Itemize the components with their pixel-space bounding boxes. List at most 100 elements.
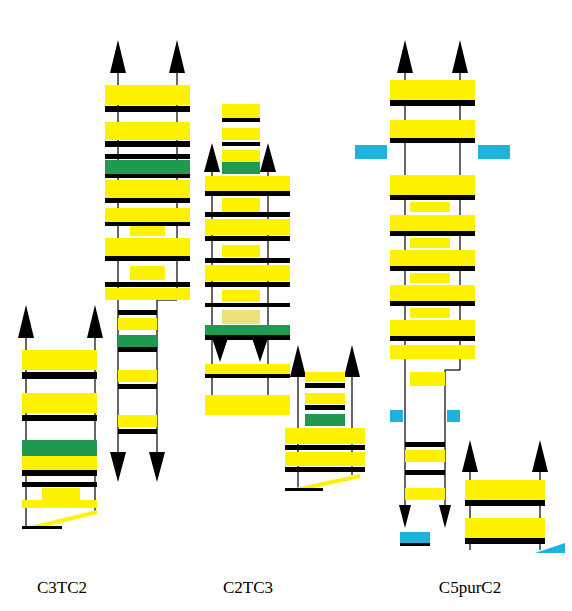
- helix-stack: [355, 40, 510, 546]
- base-pair-band: [130, 226, 165, 236]
- strand-arrow: [344, 345, 360, 377]
- base-pair-band: [390, 410, 403, 422]
- helix-stack: [462, 440, 565, 553]
- base-pair-band: [22, 350, 97, 370]
- base-pair-band: [305, 393, 345, 404]
- base-pair-band: [222, 104, 260, 118]
- base-pair-band: [478, 145, 510, 159]
- strand-arrow: [535, 543, 565, 553]
- base-pair-band: [390, 138, 475, 143]
- strand-arrow: [290, 345, 306, 377]
- strand-arrow: [204, 143, 220, 172]
- base-pair-band: [105, 208, 190, 222]
- strand-arrow: [212, 338, 228, 362]
- strand-arrow: [260, 143, 276, 172]
- base-pair-band: [390, 266, 475, 271]
- base-pair-band: [222, 128, 260, 140]
- strand-arrow: [452, 40, 468, 73]
- base-pair-band: [105, 154, 190, 159]
- strand-arrow: [110, 40, 126, 73]
- base-pair-band: [410, 308, 450, 318]
- base-pair-band: [22, 526, 62, 529]
- base-pair-band: [222, 162, 260, 174]
- strand-line: [445, 369, 460, 370]
- base-pair-band: [390, 175, 475, 195]
- base-pair-band: [22, 456, 97, 470]
- strand-arrow: [22, 510, 97, 528]
- base-pair-band: [390, 120, 475, 138]
- base-pair-band: [105, 282, 190, 287]
- base-pair-band: [105, 85, 190, 105]
- base-pair-band: [410, 238, 450, 248]
- base-pair-band: [205, 191, 290, 196]
- strand-arrow: [110, 452, 126, 482]
- structure-label: C5purC2: [439, 578, 501, 598]
- base-pair-band: [205, 374, 290, 378]
- strand-arrow: [252, 338, 268, 362]
- base-pair-band: [118, 429, 157, 434]
- base-pair-band: [285, 488, 323, 491]
- base-pair-band: [118, 335, 157, 347]
- strand-arrow: [439, 505, 451, 528]
- strand-arrow: [462, 440, 478, 472]
- base-pair-band: [222, 198, 260, 212]
- base-pair-band: [118, 318, 157, 330]
- base-pair-band: [390, 336, 475, 341]
- base-pair-band: [118, 310, 157, 315]
- helix-stack: [204, 104, 290, 415]
- base-pair-band: [447, 410, 460, 422]
- base-pair-band: [22, 440, 97, 456]
- base-pair-band: [105, 122, 190, 140]
- base-pair-band: [465, 538, 545, 544]
- base-pair-band: [390, 301, 475, 306]
- base-pair-band: [400, 532, 430, 546]
- base-pair-band: [205, 176, 290, 191]
- base-pair-band: [205, 364, 290, 374]
- base-pair-band: [205, 236, 290, 241]
- base-pair-band: [222, 290, 260, 302]
- strand-arrow: [18, 305, 34, 338]
- base-pair-band: [305, 414, 345, 426]
- base-pair-band: [390, 100, 475, 106]
- base-pair-band: [465, 518, 545, 538]
- base-pair-band: [105, 106, 190, 112]
- base-pair-band: [130, 266, 165, 280]
- base-pair-band: [390, 250, 475, 266]
- base-pair-band: [410, 372, 445, 386]
- base-pair-band: [285, 445, 365, 450]
- base-pair-band: [205, 395, 290, 415]
- helix-stack: [18, 305, 103, 529]
- strand-arrow: [169, 40, 185, 73]
- strand-arrow: [399, 505, 411, 528]
- base-pair-band: [205, 219, 290, 235]
- strand-arrow: [285, 474, 360, 490]
- base-pair-band: [205, 212, 290, 217]
- base-pair-band: [22, 372, 97, 379]
- base-pair-band: [22, 393, 97, 413]
- base-pair-band: [410, 273, 450, 283]
- base-pair-band: [205, 303, 290, 307]
- base-pair-band: [205, 265, 290, 281]
- base-pair-band: [390, 195, 475, 200]
- base-pair-band: [105, 198, 190, 203]
- structure-label: C2TC3: [223, 578, 273, 598]
- base-pair-band: [285, 428, 365, 444]
- base-pair-band: [405, 450, 445, 462]
- base-pair-band: [410, 202, 450, 212]
- base-pair-band: [222, 150, 260, 162]
- base-pair-band: [285, 452, 365, 466]
- base-pair-band: [305, 372, 345, 382]
- helix-stack: [285, 345, 365, 491]
- base-pair-band: [205, 325, 290, 335]
- base-pair-band: [305, 383, 345, 388]
- base-pair-band: [205, 258, 290, 263]
- base-pair-band: [105, 141, 190, 147]
- base-pair-band: [400, 543, 430, 546]
- base-pair-band: [390, 80, 475, 100]
- strand-arrow: [397, 40, 413, 73]
- base-pair-band: [285, 467, 365, 472]
- base-pair-band: [355, 145, 387, 159]
- base-pair-band: [105, 222, 190, 226]
